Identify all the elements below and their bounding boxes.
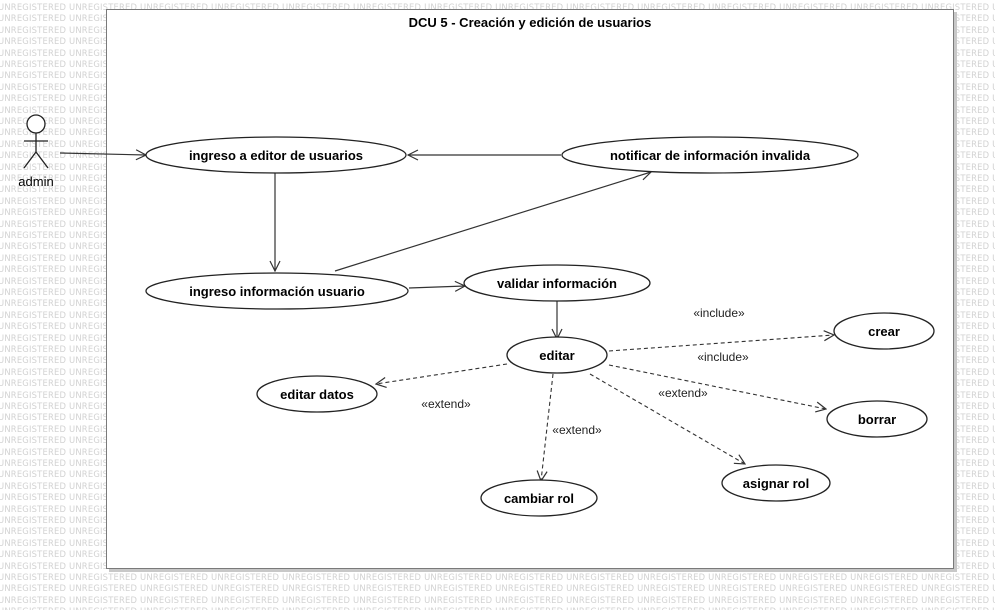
use-case-label: ingreso información usuario [189,284,365,299]
stereotype-include-crear: «include» [693,306,745,320]
use-case-label: notificar de información invalida [610,148,811,163]
use-case-editar-datos[interactable]: editar datos [256,375,378,413]
use-case-label: editar [539,348,574,363]
include-editar-crear [608,335,834,352]
use-case-label: ingreso a editor de usuarios [189,148,363,163]
actor-label: admin [18,174,53,189]
use-case-label: crear [868,324,900,339]
include-editar-borrar [608,364,826,409]
diagram-title: DCU 5 - Creación y edición de usuarios [409,15,652,30]
stereotype-include-borrar: «include» [697,350,749,364]
association-admin-ingreso-editor [59,153,146,155]
extend-editar-asignar-rol [589,373,745,464]
extend-editar-cambiar-rol [541,373,554,481]
use-case-editar[interactable]: editar [506,336,608,374]
use-case-asignar-rol[interactable]: asignar rol [721,464,831,502]
use-case-label: editar datos [280,387,354,402]
association-ingreso-info-validar [408,286,465,288]
use-case-label: cambiar rol [504,491,574,506]
use-case-ingreso-info[interactable]: ingreso información usuario [145,272,409,310]
use-case-borrar[interactable]: borrar [826,400,928,438]
use-case-label: validar información [497,276,617,291]
use-case-cambiar-rol[interactable]: cambiar rol [480,479,598,517]
use-case-ingreso-editor[interactable]: ingreso a editor de usuarios [145,136,407,174]
actor-admin[interactable]: admin [18,114,54,189]
use-case-notificar[interactable]: notificar de información invalida [561,136,859,174]
use-case-label: asignar rol [743,476,809,491]
stereotype-extend-asignar-rol: «extend» [658,386,708,400]
extend-editar-editar-datos [376,363,508,384]
use-case-validar[interactable]: validar información [463,264,651,302]
use-case-label: borrar [858,412,896,427]
stereotype-extend-editar-datos: «extend» [421,397,471,411]
association-ingreso-info-notificar [334,172,651,272]
stereotype-extend-cambiar-rol: «extend» [552,423,602,437]
actor-stick-figure-icon [23,114,49,169]
use-case-crear[interactable]: crear [833,312,935,350]
